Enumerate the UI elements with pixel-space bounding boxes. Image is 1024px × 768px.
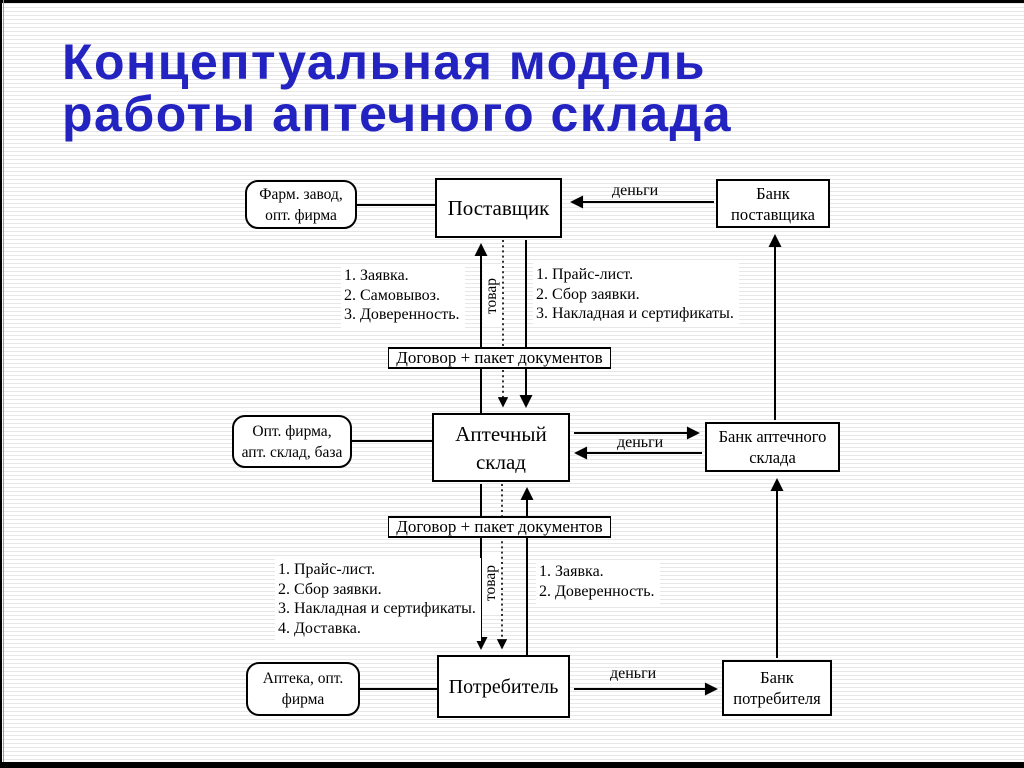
list-item: 2. Сбор заявки. [278, 580, 382, 598]
goods-label-upper: товар [483, 266, 502, 326]
node-label: Банк аптечного [718, 427, 827, 446]
doc-list-lower-left: 1. Прайс-лист. 2. Сбор заявки. 3. Наклад… [275, 558, 481, 641]
list-item: 2. Доверенность. [539, 582, 655, 600]
slide-top-edge [0, 0, 1024, 3]
node-label: Банк [760, 668, 794, 687]
node-consumer-bank: Банк потребителя [722, 660, 832, 716]
node-label: апт. склад, база [241, 443, 343, 461]
slide-title-line1: Концептуальная модель [62, 34, 707, 90]
node-label: Потребитель [448, 675, 559, 698]
node-consumer-source: Аптека, опт. фирма [246, 662, 360, 716]
node-label: опт. фирма [265, 206, 337, 224]
money-label-warehouse: деньги [617, 434, 664, 451]
node-label: поставщика [731, 204, 815, 224]
list-item: 1. Прайс-лист. [278, 561, 376, 578]
node-label: Банк [756, 183, 790, 203]
goods-label-upper-text: товар [483, 277, 501, 315]
contract-band-upper-label: Договор + пакет документов [396, 348, 603, 367]
contract-band-lower: Договор + пакет документов [388, 516, 611, 538]
doc-list-lower-right: 1. Заявка. 2. Доверенность. [536, 560, 660, 604]
list-item: 4. Доставка. [278, 619, 361, 637]
slide-left-edge [0, 0, 2, 768]
list-item: 2. Сбор заявки. [536, 285, 640, 303]
node-label: Поставщик [447, 196, 550, 220]
node-label: склад [475, 449, 526, 474]
goods-label-lower: товар [482, 553, 501, 613]
list-item: 1. Заявка. [539, 563, 604, 580]
node-supplier: Поставщик [435, 178, 562, 238]
contract-band-lower-label: Договор + пакет документов [396, 517, 603, 536]
node-warehouse: Аптечный склад [432, 413, 570, 482]
list-item: 2. Самовывоз. [344, 286, 440, 304]
node-label: Аптека, опт. [262, 670, 344, 687]
node-label: фирма [281, 691, 325, 708]
slide-title: Концептуальная модель работы аптечного с… [62, 36, 732, 140]
node-warehouse-bank: Банк аптечного склада [705, 422, 840, 472]
slide-title-line2: работы аптечного склада [62, 86, 733, 142]
node-supplier-bank: Банк поставщика [716, 179, 830, 228]
goods-label-lower-text: товар [482, 564, 500, 602]
node-label: потребителя [733, 689, 821, 708]
slide-left-inner-line [3, 0, 4, 768]
contract-band-upper: Договор + пакет документов [388, 347, 611, 369]
money-label-consumer: деньги [610, 665, 657, 682]
doc-list-upper-right: 1. Прайс-лист. 2. Сбор заявки. 3. Наклад… [533, 263, 739, 327]
list-item: 3. Накладная и сертификаты. [536, 305, 734, 322]
doc-list-upper-left: 1. Заявка. 2. Самовывоз. 3. Доверенность… [341, 264, 465, 328]
node-supplier-source: Фарм. завод, опт. фирма [245, 180, 357, 229]
node-label: Опт. фирма, [252, 422, 332, 440]
list-item: 3. Доверенность. [344, 306, 460, 323]
list-item: 3. Накладная и сертификаты. [278, 600, 476, 617]
node-label: Фарм. завод, [259, 185, 343, 203]
node-consumer: Потребитель [437, 655, 570, 718]
money-label-supplier: деньги [612, 182, 659, 199]
node-label: Аптечный [455, 421, 547, 446]
slide-bottom-bar [0, 762, 1024, 768]
list-item: 1. Заявка. [344, 267, 409, 284]
node-warehouse-source: Опт. фирма, апт. склад, база [232, 415, 352, 468]
node-label: склада [749, 448, 796, 467]
list-item: 1. Прайс-лист. [536, 266, 634, 283]
